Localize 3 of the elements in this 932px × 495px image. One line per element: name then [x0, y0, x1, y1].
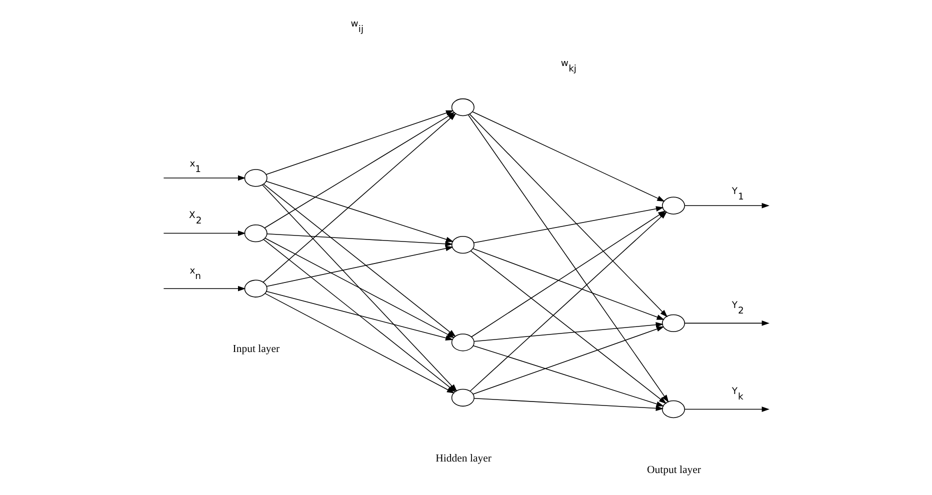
label: Hidden layer: [436, 452, 492, 464]
label: Output layer: [646, 464, 702, 476]
label: Input layer: [232, 343, 280, 356]
